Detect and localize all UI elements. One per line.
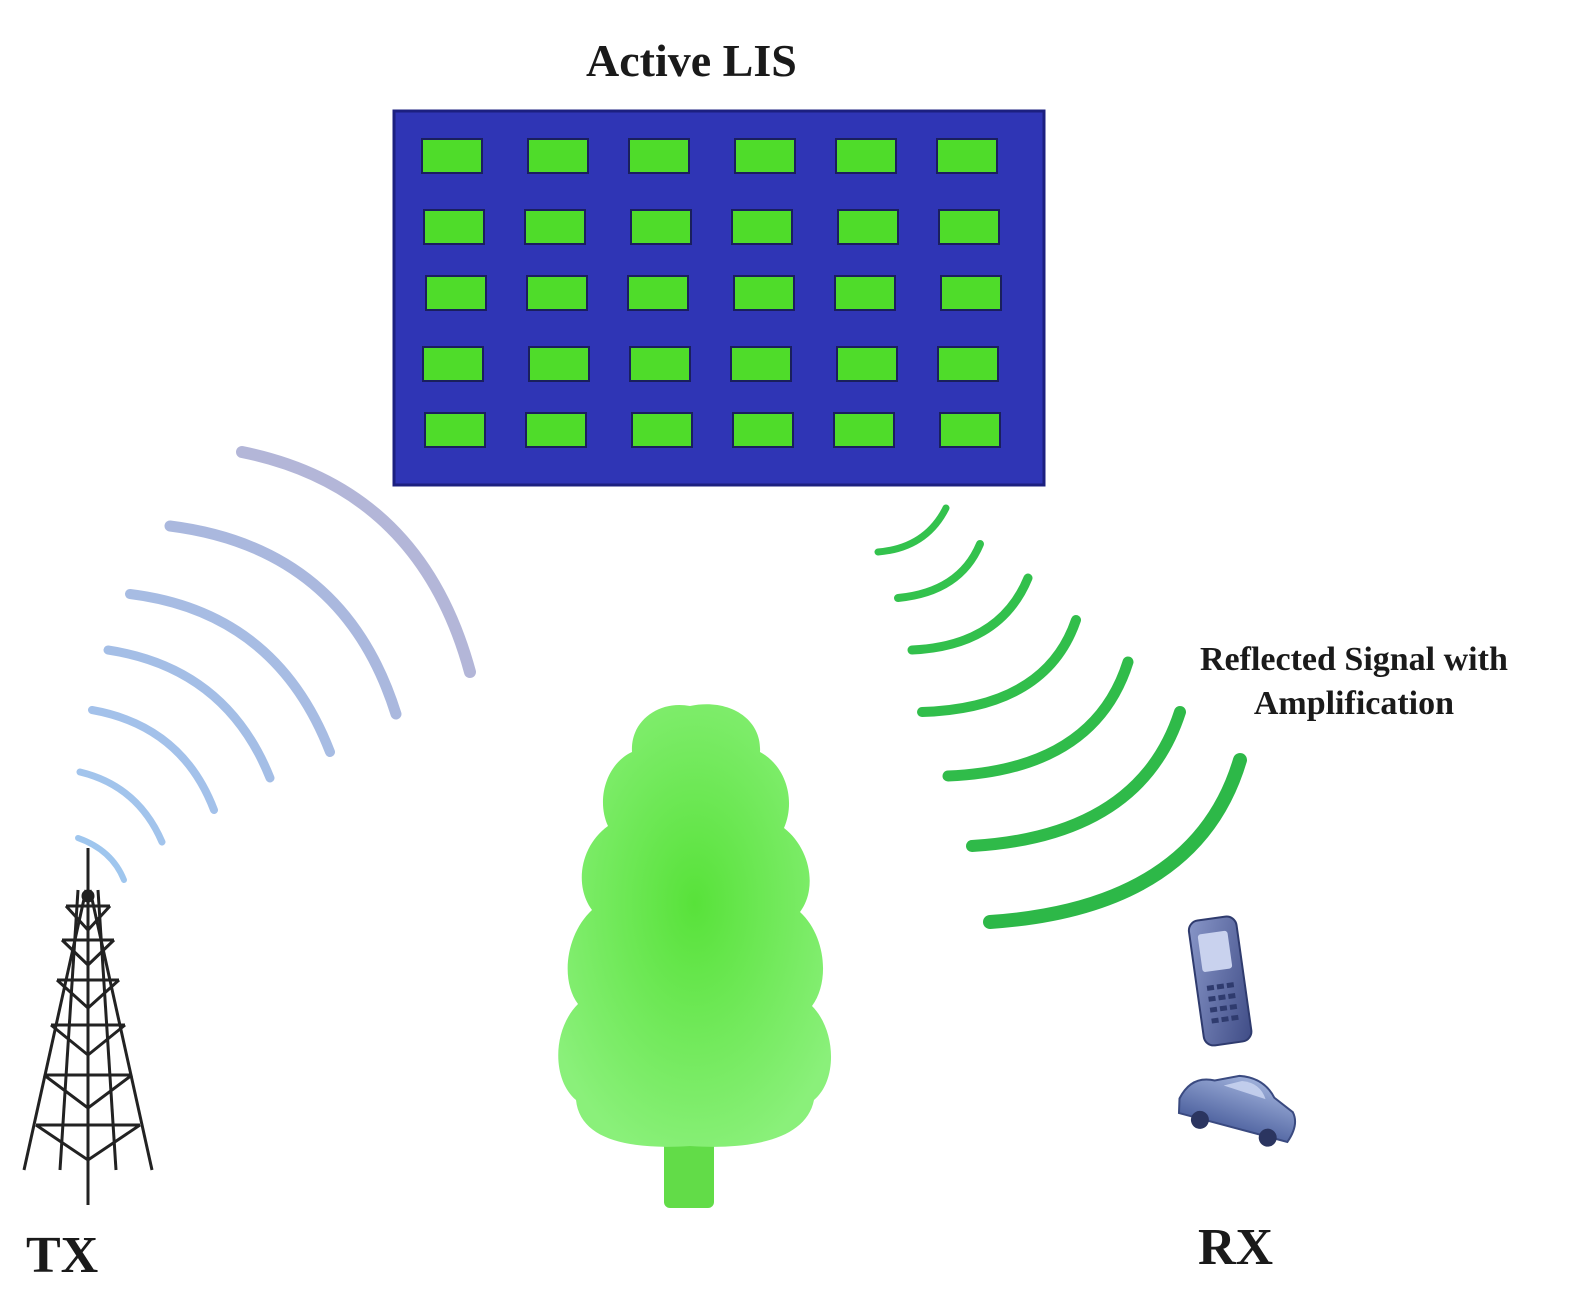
reflected-signal-label-line2: Amplification xyxy=(1253,685,1455,722)
lis-panel-background xyxy=(392,109,1046,487)
phone-icon xyxy=(1187,915,1253,1047)
incident-wave-arc xyxy=(236,446,476,678)
reflected-wave-arc xyxy=(942,656,1134,782)
tree-trunk xyxy=(664,1134,714,1208)
lis-element xyxy=(837,209,899,245)
lis-element xyxy=(424,412,486,448)
lis-title: Active LIS xyxy=(586,35,797,86)
tree-foliage xyxy=(558,704,832,1147)
lis-element xyxy=(833,412,895,448)
lis-element xyxy=(939,412,1001,448)
incident-wave-arc xyxy=(88,706,218,814)
lis-element xyxy=(425,275,487,311)
lis-element xyxy=(630,209,692,245)
lis-element xyxy=(940,275,1002,311)
tx-label: TX xyxy=(26,1227,99,1284)
lis-element xyxy=(938,209,1000,245)
lis-element xyxy=(527,138,589,174)
lis-element xyxy=(732,412,794,448)
lis-element xyxy=(835,138,897,174)
lis-element xyxy=(937,346,999,382)
active-lis-panel xyxy=(392,109,1046,487)
lis-element xyxy=(628,138,690,174)
reflected-wave-arc xyxy=(966,706,1186,852)
car-icon xyxy=(1177,1074,1297,1147)
lis-element xyxy=(834,275,896,311)
lis-element xyxy=(524,209,586,245)
reflected-signal-label: Reflected Signal with Amplification xyxy=(1200,638,1508,726)
reflected-wave-arc xyxy=(907,573,1033,655)
reflected-signal-waves xyxy=(874,504,1247,929)
reflected-wave-arc xyxy=(983,753,1247,929)
lis-element xyxy=(936,138,998,174)
incident-wave-arc xyxy=(75,835,127,883)
lis-element xyxy=(421,138,483,174)
tree-icon xyxy=(558,704,832,1208)
lis-element xyxy=(731,209,793,245)
lis-element xyxy=(525,412,587,448)
lis-element xyxy=(629,346,691,382)
transmitter-tower-icon xyxy=(22,848,154,1205)
reflected-wave-arc xyxy=(874,504,950,556)
incident-wave-arc xyxy=(164,520,402,720)
lis-element xyxy=(528,346,590,382)
lis-element xyxy=(733,275,795,311)
incident-signal-waves xyxy=(75,446,476,883)
reflected-wave-arc xyxy=(894,540,984,602)
lis-element xyxy=(526,275,588,311)
incident-wave-arc xyxy=(103,645,275,783)
lis-element xyxy=(423,209,485,245)
lis-element xyxy=(631,412,693,448)
lis-element xyxy=(627,275,689,311)
lis-element xyxy=(836,346,898,382)
lis-element xyxy=(734,138,796,174)
incident-wave-arc xyxy=(125,589,335,757)
reflected-wave-arc xyxy=(917,615,1081,717)
incident-wave-arc xyxy=(76,768,166,846)
lis-element xyxy=(422,346,484,382)
rx-label: RX xyxy=(1198,1219,1274,1276)
reflected-signal-label-line1: Reflected Signal with xyxy=(1200,641,1508,678)
lis-element xyxy=(730,346,792,382)
